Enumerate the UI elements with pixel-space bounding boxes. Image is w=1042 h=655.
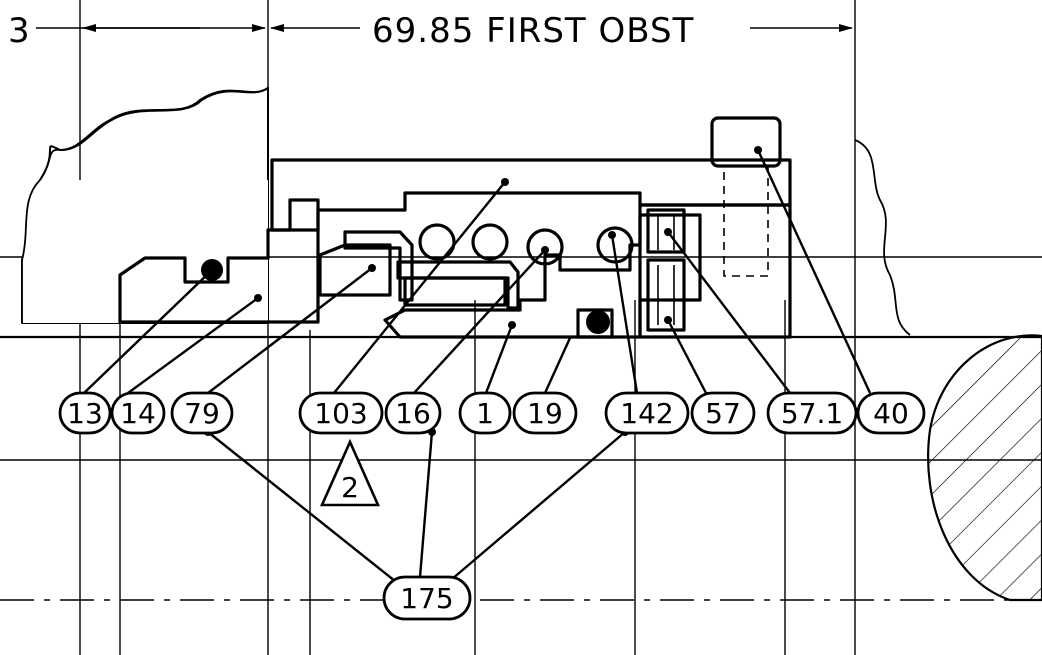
dimension-main-label: 69.85 FIRST OBST <box>372 11 694 51</box>
svg-text:57: 57 <box>705 397 741 430</box>
balloon-1: 1 <box>458 391 512 435</box>
leader-lines <box>83 149 872 586</box>
balloon-14: 14 <box>110 391 166 435</box>
balloon-40: 40 <box>856 391 926 435</box>
revision-triangle: 2 <box>319 438 381 507</box>
svg-text:1: 1 <box>476 397 494 430</box>
balloon-16: 16 <box>384 391 442 435</box>
svg-text:16: 16 <box>395 397 431 430</box>
part-1-sleeve <box>383 213 702 339</box>
svg-text:57.1: 57.1 <box>781 397 843 430</box>
svg-text:13: 13 <box>67 397 103 430</box>
svg-text:19: 19 <box>527 397 563 430</box>
balloon-103: 103 <box>298 391 384 435</box>
svg-text:40: 40 <box>873 397 909 430</box>
svg-text:79: 79 <box>184 397 220 430</box>
balloon-142: 142 <box>604 391 690 435</box>
part-103-face <box>403 276 507 307</box>
svg-text:14: 14 <box>120 397 156 430</box>
dimension-left-label: 3 <box>8 11 31 51</box>
balloon-175: 175 <box>382 575 472 621</box>
gland-cover <box>270 158 792 232</box>
o-ring-19 <box>586 310 610 334</box>
drive-collar <box>638 203 792 339</box>
balloon-19: 19 <box>512 391 578 435</box>
svg-text:103: 103 <box>314 397 367 430</box>
balloon-57-1: 57.1 <box>766 391 858 435</box>
svg-text:175: 175 <box>400 582 453 615</box>
balloon-79: 79 <box>170 391 234 435</box>
svg-text:2: 2 <box>341 471 359 504</box>
part-79 <box>318 243 392 297</box>
svg-text:142: 142 <box>620 397 673 430</box>
part-14-seat <box>118 198 320 324</box>
balloon-13: 13 <box>58 391 112 435</box>
balloon-57: 57 <box>690 391 756 435</box>
